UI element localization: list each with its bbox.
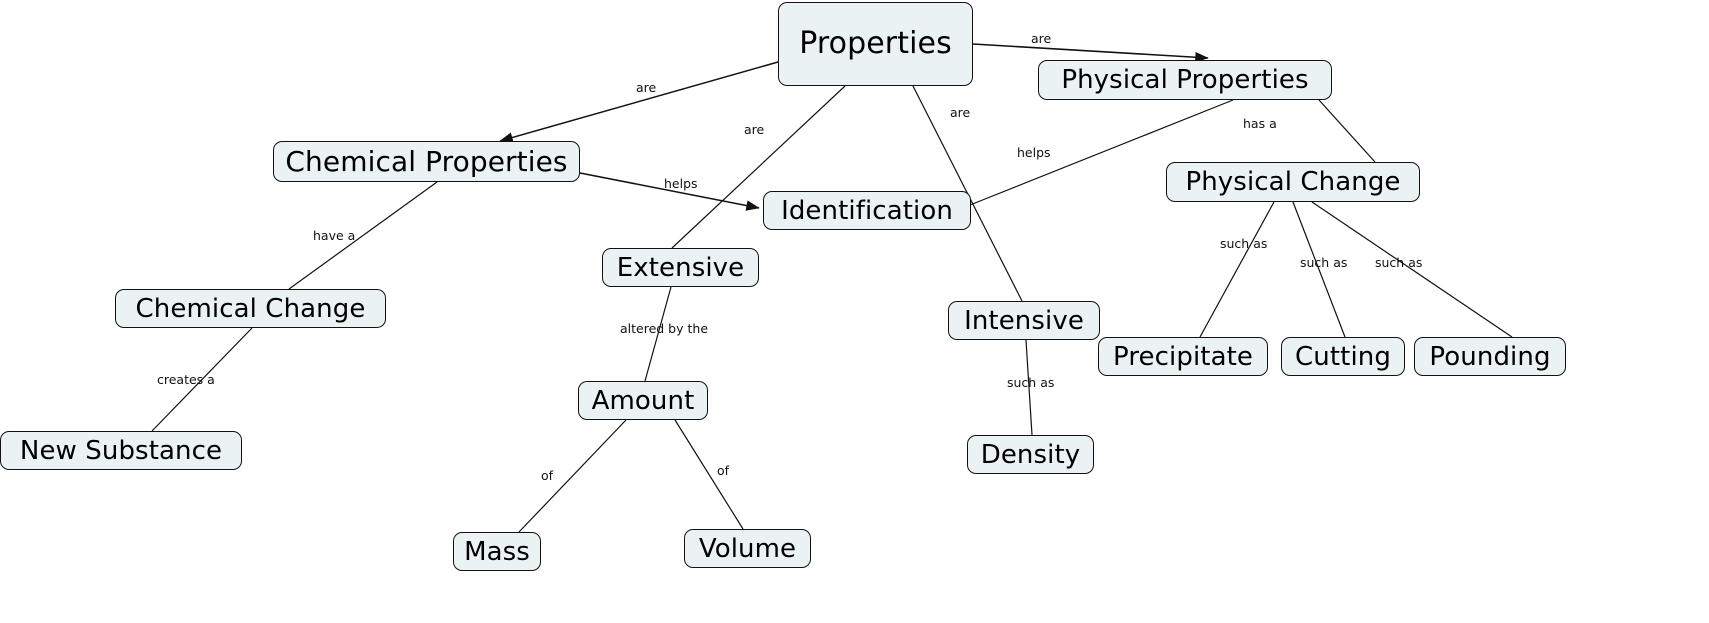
edge-label-physical-change-cutting: such as [1300, 255, 1348, 270]
node-label: Precipitate [1113, 341, 1253, 372]
node-label: Cutting [1295, 341, 1391, 372]
edge-label-chemical-properties-chemical-change: have a [313, 228, 356, 243]
node-label: Physical Change [1185, 167, 1401, 197]
node-new-substance[interactable]: New Substance [0, 431, 242, 470]
node-label: Properties [799, 26, 952, 61]
edge-label-amount-mass: of [541, 468, 554, 483]
node-volume[interactable]: Volume [684, 529, 811, 568]
node-physical-change[interactable]: Physical Change [1166, 162, 1420, 202]
edge-label-chemical-change-new-substance: creates a [157, 372, 215, 387]
edge-amount-mass [518, 419, 627, 533]
node-pounding[interactable]: Pounding [1414, 337, 1566, 376]
node-amount[interactable]: Amount [578, 381, 708, 420]
edge-physical-change-precipitate [1199, 201, 1275, 338]
node-chemical-properties[interactable]: Chemical Properties [273, 141, 580, 182]
node-chemical-change[interactable]: Chemical Change [115, 289, 386, 328]
edge-label-properties-extensive: are [744, 122, 765, 137]
edge-properties-chemical-properties [499, 61, 779, 143]
node-precipitate[interactable]: Precipitate [1098, 337, 1268, 376]
edge-label-properties-intensive: are [950, 105, 971, 120]
edge-label-chemical-properties-identification: helps [664, 176, 698, 191]
edge-lines [151, 43, 1513, 533]
edge-label-extensive-amount: altered by the [620, 321, 709, 336]
node-cutting[interactable]: Cutting [1281, 337, 1405, 376]
node-label: Mass [464, 536, 530, 567]
edge-amount-volume [674, 419, 744, 530]
edge-chemical-properties-chemical-change [288, 181, 438, 290]
node-extensive[interactable]: Extensive [602, 248, 759, 287]
node-label: Intensive [964, 305, 1084, 336]
edge-properties-physical-properties [972, 43, 1209, 63]
node-properties[interactable]: Properties [778, 2, 973, 86]
edge-physical-properties-physical-change [1318, 99, 1376, 163]
node-label: Extensive [616, 252, 745, 283]
node-label: Pounding [1429, 341, 1551, 372]
node-density[interactable]: Density [967, 435, 1094, 474]
edge-label-amount-volume: of [717, 463, 730, 478]
node-mass[interactable]: Mass [453, 532, 541, 571]
edge-label-properties-physical-properties: are [1031, 31, 1052, 46]
edge-label-physical-change-pounding: such as [1375, 255, 1423, 270]
edge-label-physical-change-precipitate: such as [1220, 236, 1268, 251]
edge-label-physical-properties-identification: helps [1017, 145, 1051, 160]
node-intensive[interactable]: Intensive [948, 301, 1100, 340]
edge-label-properties-chemical-properties: are [636, 80, 657, 95]
node-label: Identification [781, 195, 953, 226]
node-physical-properties[interactable]: Physical Properties [1038, 60, 1332, 100]
node-label: Amount [591, 385, 695, 416]
node-label: Chemical Properties [285, 144, 568, 178]
node-label: Density [980, 439, 1081, 470]
node-label: Volume [698, 533, 797, 564]
node-label: Physical Properties [1061, 65, 1309, 95]
edge-label-physical-properties-physical-change: has a [1243, 116, 1277, 131]
edge-label-intensive-density: such as [1007, 375, 1055, 390]
node-identification[interactable]: Identification [763, 191, 971, 230]
node-label: Chemical Change [135, 293, 366, 324]
node-label: New Substance [19, 435, 223, 466]
